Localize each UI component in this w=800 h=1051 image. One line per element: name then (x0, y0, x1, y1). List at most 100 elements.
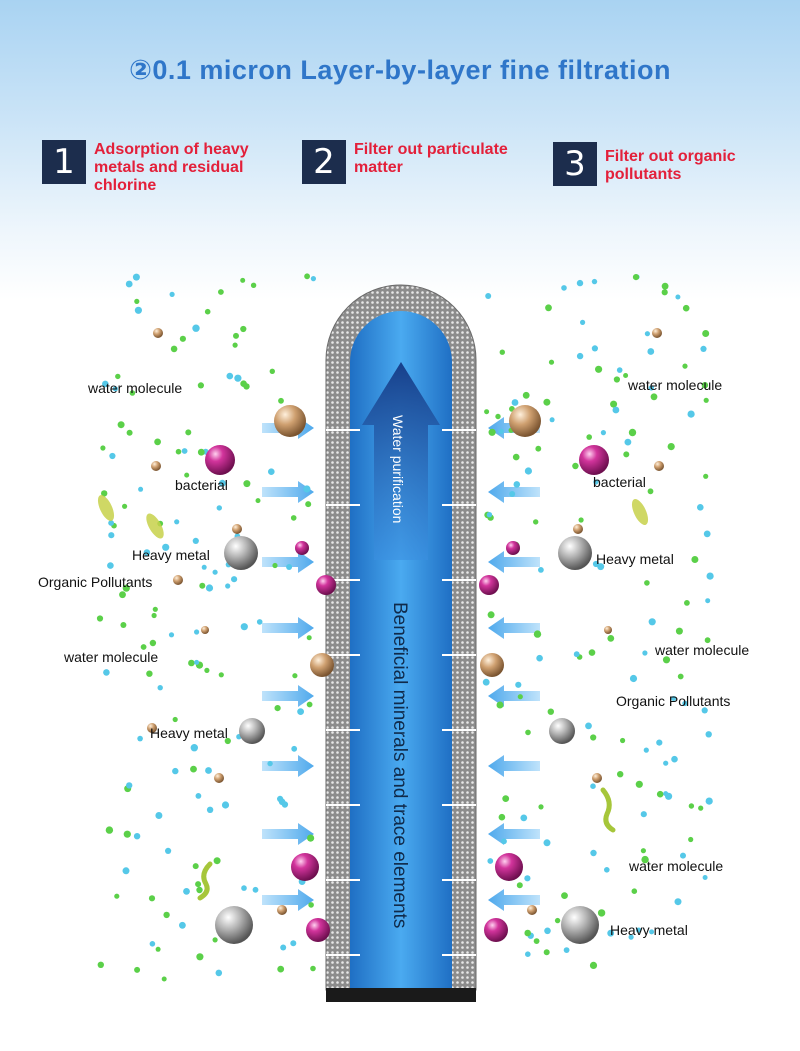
water-molecule-dot (122, 867, 130, 875)
water-molecule-dot (640, 848, 647, 854)
heavy-metal-ball (224, 536, 258, 570)
bacteria-ball (479, 575, 499, 595)
water-molecule-dot (218, 672, 224, 678)
water-molecule-dot (97, 961, 105, 968)
water-molecule-dot (578, 517, 584, 523)
water-molecule-dot (280, 944, 287, 951)
water-molecule-dot (487, 858, 494, 864)
water-molecule-dot (226, 372, 234, 380)
water-molecule-dot (688, 836, 694, 843)
heavy-metal-ball (215, 906, 253, 944)
water-molecule-dot (671, 755, 678, 763)
water-molecule-dot (656, 739, 663, 746)
water-molecule-dot (170, 345, 178, 353)
water-molecule-dot (684, 600, 690, 606)
bacteria-ball (506, 541, 520, 555)
label-bacterial: bacterial (593, 474, 646, 490)
water-molecule-dot (172, 767, 179, 775)
water-molecule-dot (183, 888, 190, 895)
water-molecule-dot (100, 445, 106, 451)
water-molecule-dot (698, 805, 704, 811)
water-molecule-dot (105, 826, 114, 834)
water-molecule-dot (628, 428, 637, 437)
water-molecule-dot (687, 410, 695, 418)
step-text: Filter out particulate matter (354, 141, 508, 176)
water-molecule-dot (303, 485, 311, 493)
water-molecule-dot (184, 472, 190, 478)
water-molecule-dot (617, 771, 624, 778)
water-molecule-dot (641, 855, 649, 864)
water-molecule-dot (205, 584, 214, 592)
water-molecule-dot (701, 707, 708, 714)
water-molecule-dot (109, 452, 116, 460)
inflow-arrow-left (488, 755, 540, 777)
water-molecule-dot (642, 650, 648, 656)
water-molecule-dot (162, 543, 170, 551)
water-molecule-dot (533, 938, 540, 944)
bacteria-ball (205, 445, 235, 475)
water-molecule-dot (705, 731, 712, 738)
water-molecule-dot (188, 659, 195, 667)
water-molecule-dot (592, 560, 600, 568)
water-molecule-dot (647, 348, 655, 355)
water-molecule-dot (168, 632, 175, 638)
water-molecule-dot (487, 611, 495, 619)
water-molecule-dot (498, 813, 506, 821)
water-molecule-dot (231, 576, 238, 583)
water-molecule-dot (533, 630, 542, 638)
water-molecule-dot (624, 438, 632, 446)
water-molecule-dot (649, 929, 655, 935)
water-molecule-dot (648, 385, 654, 391)
label-heavy-metal: Heavy metal (596, 551, 674, 567)
heavy-metal-ball (549, 718, 575, 744)
water-molecule-dot (661, 289, 668, 296)
water-molecule-dot (590, 849, 597, 857)
water-molecule-dot (112, 386, 118, 392)
water-molecule-dot (192, 324, 200, 332)
water-molecule-dot (488, 428, 496, 436)
water-molecule-dot (194, 659, 200, 665)
water-molecule-dot (290, 515, 297, 521)
water-molecule-dot (496, 701, 504, 709)
water-molecule-dot (199, 582, 206, 589)
water-molecule-dot (151, 612, 157, 619)
water-molecule-dot (149, 639, 157, 647)
water-molecule-dot (218, 479, 226, 487)
water-molecule-dot (703, 397, 709, 403)
water-molecule-dot (517, 694, 523, 700)
water-molecule-dot (576, 352, 584, 360)
water-molecule-dot (165, 847, 172, 855)
water-molecule-dot (277, 965, 285, 973)
water-molecule-dot (107, 562, 114, 569)
water-molecule-dot (591, 345, 599, 352)
water-molecule-dot (663, 791, 669, 797)
label-water-molecule: water molecule (88, 380, 183, 396)
water-molecule-dot (644, 580, 650, 586)
water-molecule-dot (524, 929, 531, 937)
step-number: 2 (302, 140, 346, 184)
water-molecule-dot (520, 814, 528, 822)
water-molecule-dot (218, 289, 224, 295)
water-molecule-dot (195, 881, 202, 888)
water-molecule-dot (705, 797, 713, 805)
water-molecule-dot (612, 406, 620, 414)
water-molecule-dot (501, 838, 507, 845)
water-molecule-dot (126, 782, 133, 789)
inflow-arrow-left (488, 823, 540, 845)
water-molecule-dot (573, 651, 580, 658)
water-molecule-dot (629, 674, 638, 683)
water-molecule-dot (143, 549, 151, 556)
water-molecule-dot (667, 443, 675, 451)
water-molecule-dot (544, 927, 551, 935)
water-molecule-dot (138, 486, 144, 492)
water-molecule-dot (538, 804, 544, 810)
water-molecule-dot (512, 453, 520, 461)
water-molecule-dot (701, 382, 709, 389)
water-molecule-dot (122, 503, 128, 509)
water-molecule-dot (172, 716, 178, 723)
water-molecule-dot (536, 654, 543, 662)
water-molecule-dot (485, 293, 492, 299)
water-molecule-dot (108, 532, 115, 539)
water-molecule-dot (525, 729, 531, 736)
